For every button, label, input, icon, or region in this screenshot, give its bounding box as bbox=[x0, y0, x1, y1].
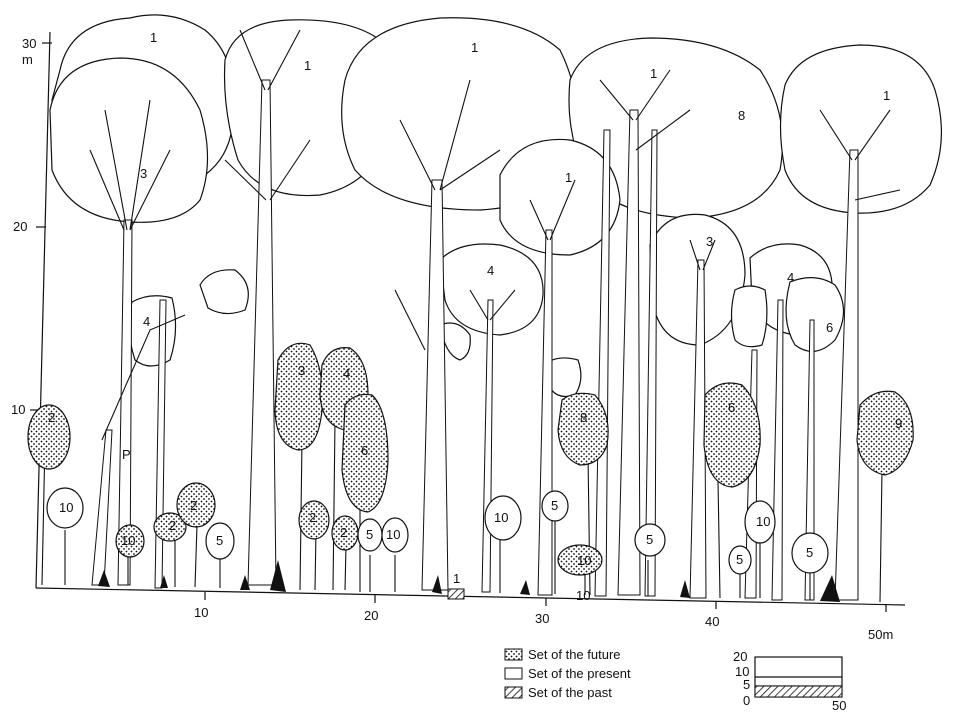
future-label: 9 bbox=[895, 416, 902, 431]
legend-swatch-future bbox=[505, 649, 522, 660]
present-label: 6 bbox=[826, 320, 833, 335]
present-label: 3 bbox=[706, 234, 713, 249]
present-label: 5 bbox=[736, 552, 743, 567]
tree-stem bbox=[835, 150, 858, 600]
stem-base-shadow bbox=[98, 560, 840, 602]
present-label: 1 bbox=[150, 30, 157, 45]
tree-crown bbox=[732, 286, 767, 347]
tree-crown bbox=[129, 296, 175, 366]
legend-label-present: Set of the present bbox=[528, 666, 631, 681]
canopy-layer bbox=[50, 15, 941, 397]
present-label: 4 bbox=[787, 270, 794, 285]
present-label: 1 bbox=[883, 88, 890, 103]
scale-hatch bbox=[755, 686, 842, 697]
legend-swatch-present bbox=[505, 668, 522, 679]
y-tick-10: 10 bbox=[11, 402, 25, 417]
present-label: 10 bbox=[756, 514, 770, 529]
tree-stem bbox=[482, 300, 493, 592]
present-label: 4 bbox=[487, 263, 494, 278]
scale-end-50: 50 bbox=[832, 698, 846, 712]
future-label: 10 bbox=[121, 533, 135, 548]
tree-stem bbox=[422, 180, 448, 590]
past-label: 1 bbox=[453, 571, 460, 586]
legend-swatch-past bbox=[505, 687, 522, 698]
tree-stem bbox=[772, 300, 783, 600]
x-tick-50m: 50m bbox=[868, 627, 893, 642]
scale-tick-5: 5 bbox=[743, 677, 750, 692]
present-label: 3 bbox=[140, 166, 147, 181]
future-label: 2 bbox=[169, 518, 176, 533]
tree-crown bbox=[548, 358, 581, 397]
future-label: 10 bbox=[577, 553, 591, 568]
future-tree-crown bbox=[275, 343, 323, 450]
present-label: 10 bbox=[494, 510, 508, 525]
x-tick-10: 10 bbox=[194, 605, 208, 620]
present-label: 5 bbox=[366, 527, 373, 542]
present-label: 5 bbox=[216, 533, 223, 548]
y-tick-20: 20 bbox=[13, 219, 27, 234]
present-label: 10 bbox=[386, 527, 400, 542]
future-tree-crown bbox=[857, 391, 913, 475]
legend-label-future: Set of the future bbox=[528, 647, 621, 662]
present-label: 4 bbox=[143, 314, 150, 329]
x-tick-20: 20 bbox=[364, 608, 378, 623]
present-label: 1 bbox=[471, 40, 478, 55]
present-label: 5 bbox=[551, 498, 558, 513]
legend-label-past: Set of the past bbox=[528, 685, 612, 700]
future-tree-crown bbox=[558, 393, 608, 465]
present-label: 1 bbox=[565, 170, 572, 185]
tree-crown bbox=[200, 270, 248, 314]
future-label: 6 bbox=[728, 400, 735, 415]
present-label: 1 bbox=[650, 66, 657, 81]
p-marker: P bbox=[122, 447, 131, 462]
future-label: 2 bbox=[190, 498, 197, 513]
future-label: 8 bbox=[580, 410, 587, 425]
present-label: 1 bbox=[304, 58, 311, 73]
tree-crown bbox=[781, 45, 942, 213]
future-label: 6 bbox=[361, 443, 368, 458]
y-tick-30: 30 bbox=[22, 36, 36, 51]
present-label: 5 bbox=[806, 545, 813, 560]
scale-bar: 20 10 5 0 50 bbox=[733, 649, 846, 712]
past-tree-stump bbox=[448, 589, 464, 599]
y-unit-label: m bbox=[22, 52, 33, 67]
scale-tick-20: 20 bbox=[733, 649, 747, 664]
future-label: 3 bbox=[298, 363, 305, 378]
x-tick-40: 40 bbox=[705, 614, 719, 629]
future-label: 2 bbox=[309, 510, 316, 525]
legend: Set of the future Set of the present Set… bbox=[505, 647, 631, 700]
tree-stem bbox=[92, 430, 112, 585]
present-label: 10 bbox=[59, 500, 73, 515]
x-tick-30: 30 bbox=[535, 611, 549, 626]
future-label: 4 bbox=[343, 366, 350, 381]
tree-crown bbox=[786, 278, 844, 352]
future-label: 2 bbox=[340, 525, 347, 540]
present-label: 8 bbox=[738, 108, 745, 123]
future-tree-crown bbox=[704, 383, 760, 487]
scale-tick-0: 0 bbox=[743, 693, 750, 708]
present-label: 5 bbox=[646, 532, 653, 547]
present-label: 10 bbox=[576, 588, 590, 603]
future-label: 2 bbox=[48, 410, 55, 425]
